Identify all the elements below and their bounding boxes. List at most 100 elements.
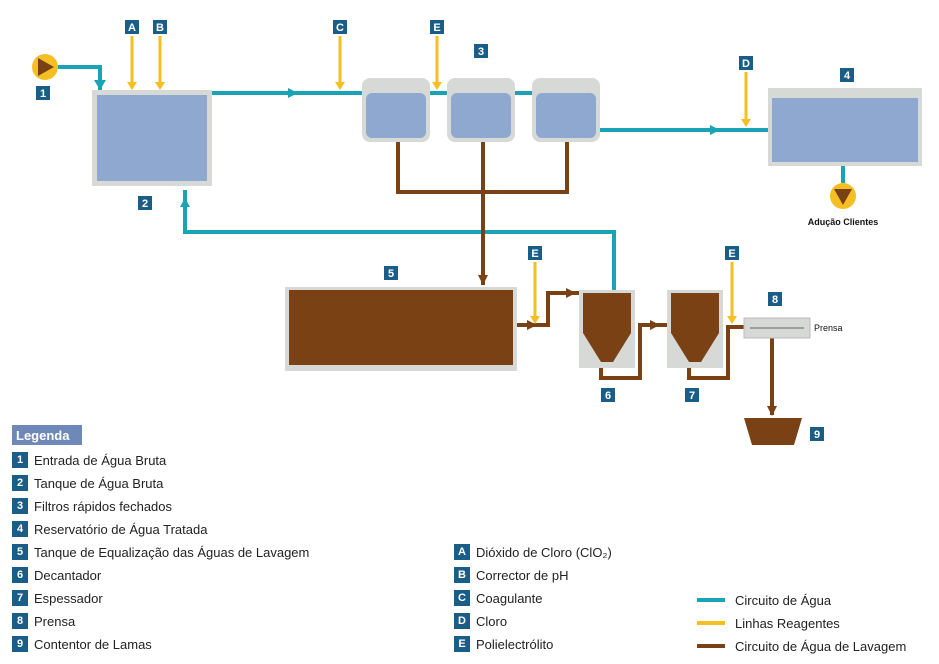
tag-3: 3	[474, 44, 488, 58]
thickener	[667, 290, 723, 368]
svg-text:7: 7	[689, 390, 695, 402]
tag-a: A	[125, 20, 139, 34]
treated-water-reservoir	[768, 88, 922, 166]
return-water-pipe	[183, 190, 616, 292]
legend-item: 7 Espessador	[12, 588, 103, 608]
tag-5: 5	[384, 266, 398, 280]
legend-key: 3	[12, 498, 28, 514]
legend-item: 6 Decantador	[12, 565, 101, 585]
decanter	[579, 290, 635, 368]
tag-e-decanter: E	[528, 246, 542, 260]
wash-line-swatch	[697, 644, 725, 648]
legend-text: Reservatório de Água Tratada	[34, 521, 208, 537]
svg-text:9: 9	[814, 429, 820, 441]
legend-item: D Cloro	[454, 611, 507, 631]
legend-key: 6	[12, 567, 28, 583]
legend-key: E	[454, 636, 470, 652]
sludge-container	[744, 418, 802, 445]
legend-line-wash: Circuito de Água de Lavagem	[697, 636, 906, 656]
inlet-pipe	[58, 65, 102, 90]
tag-8: 8	[768, 292, 782, 306]
rapid-filter-2	[447, 78, 515, 142]
legend-key: 2	[12, 475, 28, 491]
legend-line-reagent: Linhas Reagentes	[697, 613, 840, 633]
reagent-line-swatch	[697, 621, 725, 625]
equalization-tank	[285, 287, 517, 371]
legend-text: Decantador	[34, 567, 102, 583]
legend-item: 2 Tanque de Água Bruta	[12, 473, 163, 493]
legend-text: Cloro	[476, 613, 508, 629]
svg-text:2: 2	[142, 198, 148, 210]
svg-text:E: E	[728, 248, 735, 260]
svg-text:8: 8	[772, 294, 778, 306]
svg-text:B: B	[156, 22, 164, 34]
legend-title: Legenda	[12, 425, 82, 445]
legend-key: 5	[12, 544, 28, 560]
legend-key: 7	[12, 590, 28, 606]
water-line-swatch	[697, 598, 725, 602]
tag-1: 1	[36, 86, 50, 100]
customer-supply-label: Adução Clientes	[808, 217, 879, 227]
legend-item: B Corrector de pH	[454, 565, 568, 585]
legend-line-water: Circuito de Água	[697, 590, 831, 610]
press-label: Prensa	[814, 323, 843, 333]
legend-key: 8	[12, 613, 28, 629]
reagent-lines	[130, 36, 748, 322]
legend-key: 1	[12, 452, 28, 468]
tag-9: 9	[810, 427, 824, 441]
diagram-tags: 1 2 3 4 5 6 7 8 9 A B C E D E E	[36, 20, 854, 441]
legend-key: D	[454, 613, 470, 629]
tag-e-press: E	[725, 246, 739, 260]
legend-text: Entrada de Água Bruta	[34, 452, 167, 468]
legend-item: 1 Entrada de Água Bruta	[12, 450, 166, 470]
svg-text:6: 6	[605, 390, 611, 402]
tag-d: D	[739, 56, 753, 70]
tag-6: 6	[601, 388, 615, 402]
svg-text:5: 5	[388, 268, 394, 280]
legend-text: Dióxido de Cloro (ClO₂)	[476, 544, 612, 560]
water-flow-arrows	[94, 80, 720, 207]
legend-item: 5 Tanque de Equalização das Águas de Lava…	[12, 542, 309, 562]
legend-text: Filtros rápidos fechados	[34, 498, 173, 514]
legend-item: 4 Reservatório de Água Tratada	[12, 519, 207, 539]
filter-press	[743, 317, 811, 339]
svg-text:E: E	[433, 22, 440, 34]
svg-text:3: 3	[478, 46, 484, 58]
sludge-flow-arrows	[478, 275, 777, 416]
rapid-filter-3	[532, 78, 600, 142]
svg-text:E: E	[531, 248, 538, 260]
raw-water-tank	[92, 90, 212, 186]
pipe-equalization-to-decanter	[515, 291, 584, 327]
legend-text: Tanque de Equalização das Águas de Lavag…	[34, 544, 310, 560]
legend-key: A	[454, 544, 470, 560]
svg-text:A: A	[128, 22, 136, 34]
rapid-filter-1	[362, 78, 430, 142]
legend-text: Contentor de Lamas	[34, 636, 152, 652]
tag-7: 7	[685, 388, 699, 402]
reagent-arrows	[127, 82, 751, 324]
tag-2: 2	[138, 196, 152, 210]
svg-text:D: D	[742, 58, 750, 70]
legend-text: Circuito de Água de Lavagem	[735, 638, 907, 654]
svg-text:4: 4	[844, 70, 851, 82]
legend-key: C	[454, 590, 470, 606]
legend-text: Polielectrólito	[476, 636, 554, 652]
legend-text: Prensa	[34, 613, 76, 629]
legend-item: E Polielectrólito	[454, 634, 553, 654]
legend-key: B	[454, 567, 470, 583]
svg-text:1: 1	[40, 88, 46, 100]
legend-item: A Dióxido de Cloro (ClO₂)	[454, 542, 612, 562]
legend-key: 4	[12, 521, 28, 537]
legend-text: Tanque de Água Bruta	[34, 475, 164, 491]
legend-text: Corrector de pH	[476, 567, 569, 583]
tag-4: 4	[840, 68, 854, 82]
pipe-thickener-to-press	[687, 325, 745, 380]
tag-c: C	[333, 20, 347, 34]
legend-key: 9	[12, 636, 28, 652]
tag-e-filters: E	[430, 20, 444, 34]
wash-water-circuit	[396, 140, 774, 415]
legend-text: Espessador	[34, 590, 103, 606]
customer-pump-icon	[830, 183, 856, 209]
